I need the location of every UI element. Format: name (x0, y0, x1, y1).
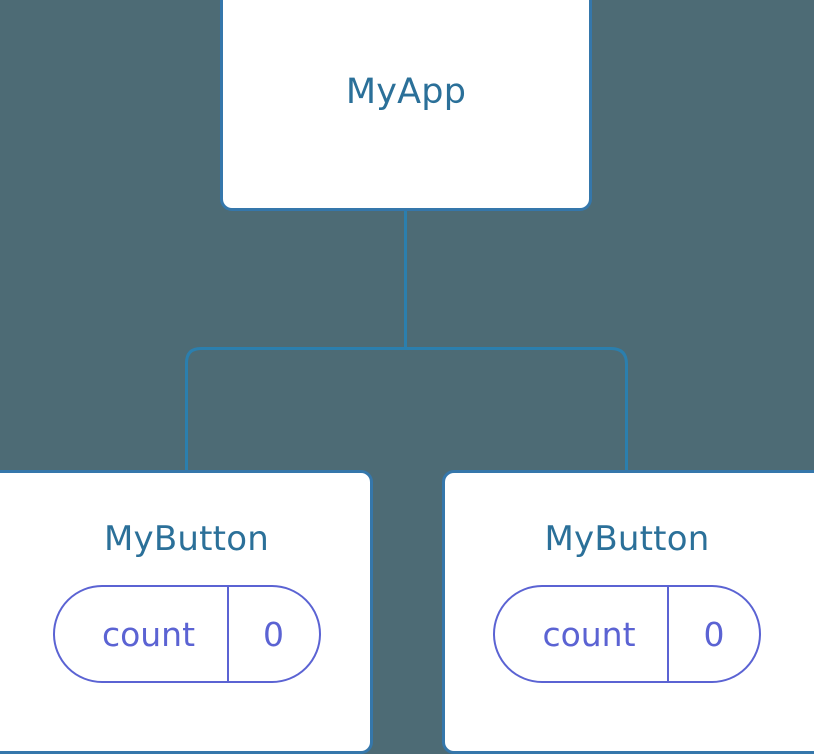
state-value-label: 0 (667, 587, 759, 681)
state-pill[interactable]: count 0 (52, 585, 321, 683)
component-node-body: MyButton count 0 (445, 473, 814, 751)
component-node-label: MyButton (544, 519, 710, 559)
component-node-root[interactable]: MyApp (220, 0, 592, 211)
component-node-body: MyButton count 0 (0, 473, 370, 751)
connector-branch-left (185, 347, 406, 474)
state-value-label: 0 (226, 587, 319, 681)
connector-branch-right (405, 347, 628, 474)
component-node-child-0[interactable]: MyButton count 0 (0, 470, 373, 754)
state-pill[interactable]: count 0 (493, 585, 761, 683)
state-key-label: count (542, 614, 636, 654)
state-key-label: count (101, 614, 196, 654)
component-node-child-1[interactable]: MyButton count 0 (442, 470, 814, 754)
component-node-label: MyApp (345, 72, 467, 112)
component-node-label: MyButton (104, 519, 269, 559)
